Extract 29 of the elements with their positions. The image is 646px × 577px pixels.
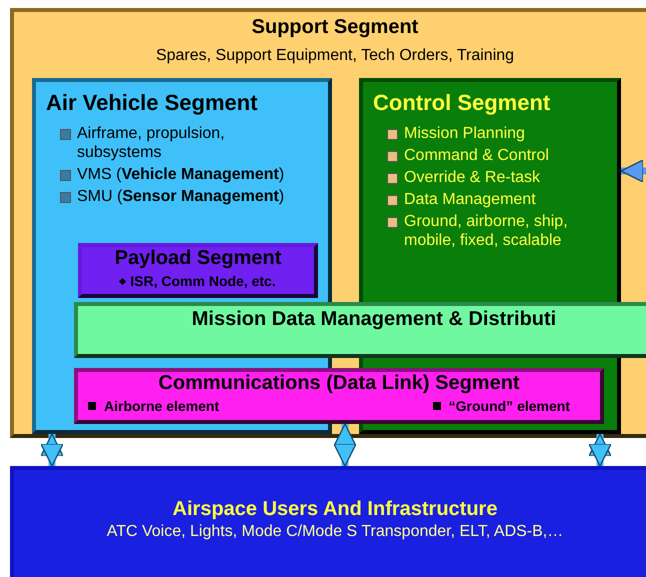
segment-panel bbox=[10, 8, 646, 438]
list-item: Ground, airborne, ship, mobile, fixed, scalable bbox=[404, 212, 569, 250]
segment-description: ATC Voice, Lights, Mode C/Mode S Transponder, ELT, ADS-B,… bbox=[106, 523, 564, 541]
segment-panel bbox=[78, 243, 318, 298]
list-item: “Ground” element bbox=[448, 398, 570, 414]
arrow bbox=[333, 423, 357, 467]
arrow bbox=[620, 159, 646, 183]
segment-description: Spares, Support Equipment, Tech Orders, Training bbox=[154, 47, 516, 65]
list-item: Airborne element bbox=[104, 398, 220, 414]
list-item: VMS (Vehicle Management) bbox=[77, 165, 284, 184]
segment-panel bbox=[10, 466, 646, 577]
arrow bbox=[588, 433, 612, 467]
list-item: SMU (Sensor Management) bbox=[77, 187, 284, 206]
list-item: Command & Control bbox=[404, 146, 549, 165]
segment-title: Control Segment bbox=[373, 90, 552, 116]
segment-title: Payload Segment bbox=[114, 247, 282, 270]
segment-title: Air Vehicle Segment bbox=[46, 90, 259, 116]
segment-title: Mission Data Management & Distributi bbox=[190, 308, 558, 331]
segment-banner bbox=[74, 302, 646, 358]
segment-banner bbox=[74, 368, 604, 424]
list-item: Airframe, propulsion, subsystems bbox=[77, 124, 226, 162]
segment-title: Communications (Data Link) Segment bbox=[157, 372, 521, 395]
segment-title: Support Segment bbox=[250, 16, 420, 39]
list-item: Mission Planning bbox=[404, 124, 525, 143]
arrow bbox=[40, 433, 64, 467]
list-item: ISR, Comm Node, etc. bbox=[130, 273, 276, 289]
segment-title: Airspace Users And Infrastructure bbox=[172, 498, 498, 521]
list-item: Data Management bbox=[404, 190, 536, 209]
list-item: Override & Re-task bbox=[404, 168, 540, 187]
